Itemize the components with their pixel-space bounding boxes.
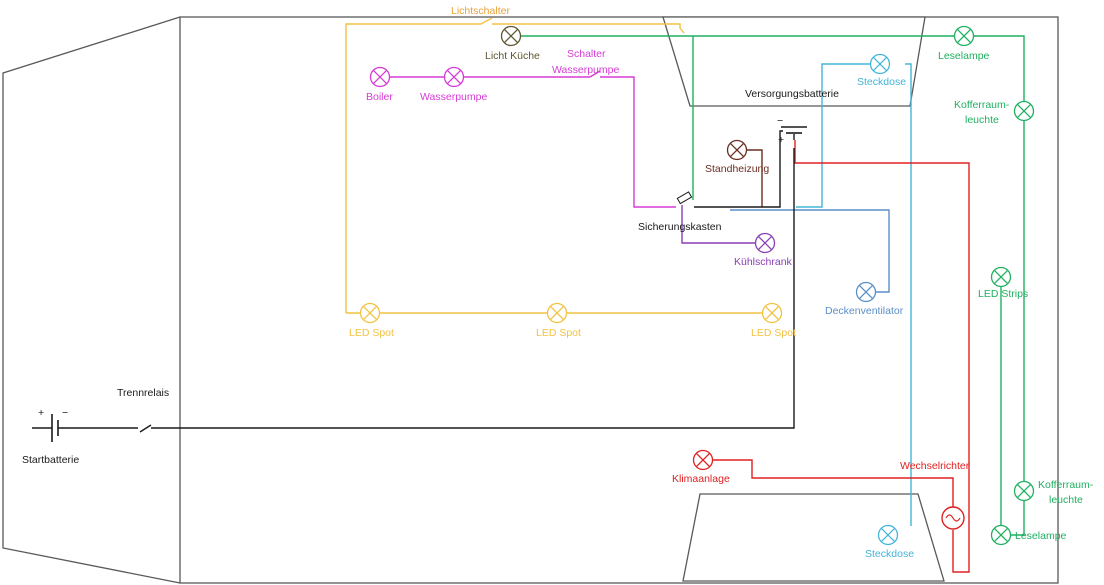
supply-battery-minus: −: [777, 115, 783, 127]
start-battery-minus: −: [62, 407, 68, 419]
label-kofferraum-top-1: Kofferraum-: [954, 99, 1010, 111]
lamp-steckdose-top-icon: [869, 53, 891, 75]
wires-blue: [796, 63, 912, 526]
start-battery-plus: +: [38, 407, 44, 419]
label-lichtschalter: Lichtschalter: [451, 5, 510, 17]
label-startbatterie: Startbatterie: [22, 454, 79, 466]
label-led-spot-1: LED Spot: [349, 327, 394, 339]
label-leselampe-bottom: Leselampe: [1015, 530, 1067, 542]
label-kofferraum-bottom-2: leuchte: [1049, 494, 1083, 506]
lamp-led-spot-1-icon: [359, 302, 381, 324]
label-led-spot-3: LED Spot: [751, 327, 796, 339]
vehicle-side-panel: [2, 16, 181, 584]
label-steckdose-bottom: Steckdose: [865, 548, 914, 560]
label-steckdose-top: Steckdose: [857, 76, 906, 88]
lamp-kofferraum-top-icon: [1013, 100, 1035, 122]
wires-purple: [681, 205, 755, 244]
lamp-klimaanlage-icon: [692, 449, 714, 471]
windshield-bottom: [682, 493, 945, 582]
label-licht-kueche: Licht Küche: [485, 50, 540, 62]
label-deckenventilator: Deckenventilator: [825, 305, 904, 317]
lamp-led-strips-icon: [990, 266, 1012, 288]
lamp-licht-kueche-icon: [500, 25, 522, 47]
windshield-top: [662, 16, 926, 107]
label-wasserpumpe: Wasserpumpe: [420, 91, 487, 103]
label-trennrelais: Trennrelais: [117, 387, 169, 399]
lamp-steckdose-bottom-icon: [877, 524, 899, 546]
inverter-symbol: [941, 506, 965, 530]
wires-steelblue: [730, 209, 890, 293]
label-schalter-wasserpumpe-1: Schalter: [567, 48, 606, 60]
lamp-led-spot-3-icon: [761, 302, 783, 324]
label-schalter-wasserpumpe-2: Wasserpumpe: [552, 64, 619, 76]
label-versorgungsbatterie: Versorgungsbatterie: [745, 88, 839, 100]
wires-brown: [747, 149, 763, 207]
vehicle-cabin: [179, 16, 1059, 584]
lamp-leselampe-bottom-icon: [990, 524, 1012, 546]
lamp-leselampe-top-icon: [953, 25, 975, 47]
lamp-boiler-icon: [369, 66, 391, 88]
fuse-box-symbol: [676, 191, 693, 205]
lamp-standheizung-icon: [726, 139, 748, 161]
label-led-spot-2: LED Spot: [536, 327, 581, 339]
wires-green: [521, 35, 1025, 536]
label-kofferraum-top-2: leuchte: [965, 114, 999, 126]
label-wechselrichter: Wechselrichter: [900, 460, 970, 472]
wires-red: [712, 140, 970, 573]
vehicle-outline: [2, 16, 1059, 584]
wires-magenta: [389, 70, 676, 208]
lamp-deckenventilator-icon: [855, 281, 877, 303]
label-boiler: Boiler: [366, 91, 393, 103]
wires-black: [32, 130, 795, 433]
lamp-wasserpumpe-icon: [443, 66, 465, 88]
supply-battery-plus: +: [778, 134, 784, 146]
label-leselampe-top: Leselampe: [938, 50, 990, 62]
supply-battery-symbol: [781, 126, 807, 134]
lamp-kofferraum-bottom-icon: [1013, 480, 1035, 502]
label-sicherungskasten: Sicherungskasten: [638, 221, 722, 233]
label-kuehlschrank: Kühlschrank: [734, 256, 793, 268]
start-battery-symbol: [51, 414, 59, 442]
lamp-led-spot-2-icon: [546, 302, 568, 324]
label-kofferraum-bottom-1: Kofferraum-: [1038, 479, 1094, 491]
label-standheizung: Standheizung: [705, 163, 769, 175]
lamp-kuehlschrank-icon: [754, 232, 776, 254]
label-led-strips: LED Strips: [978, 288, 1028, 300]
label-klimaanlage: Klimaanlage: [672, 473, 730, 485]
